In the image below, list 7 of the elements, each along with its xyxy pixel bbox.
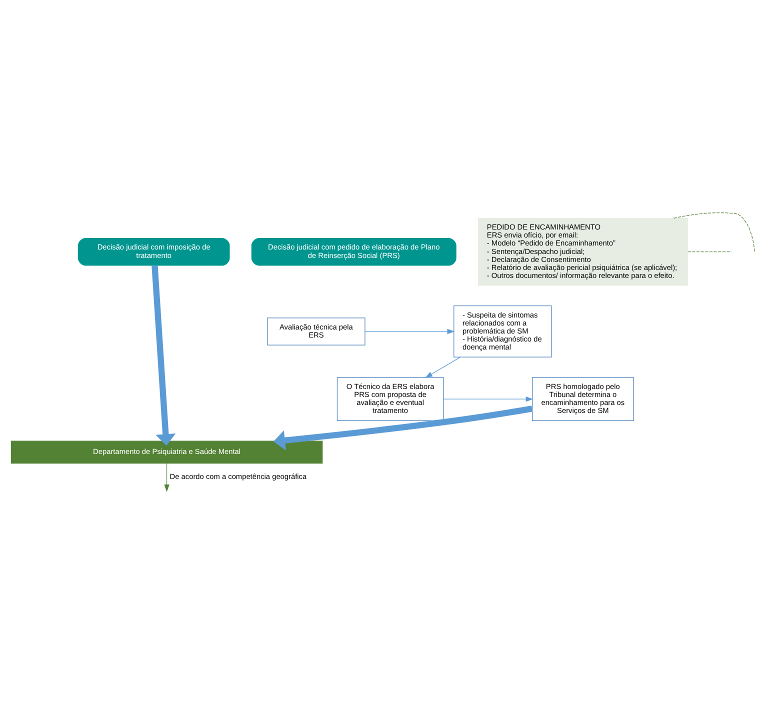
arrow xyxy=(164,463,170,492)
arrow xyxy=(273,406,533,450)
arrow xyxy=(425,356,460,378)
arrow xyxy=(443,396,534,402)
arrow xyxy=(364,328,455,334)
connector xyxy=(673,212,755,252)
arrow xyxy=(152,265,176,446)
